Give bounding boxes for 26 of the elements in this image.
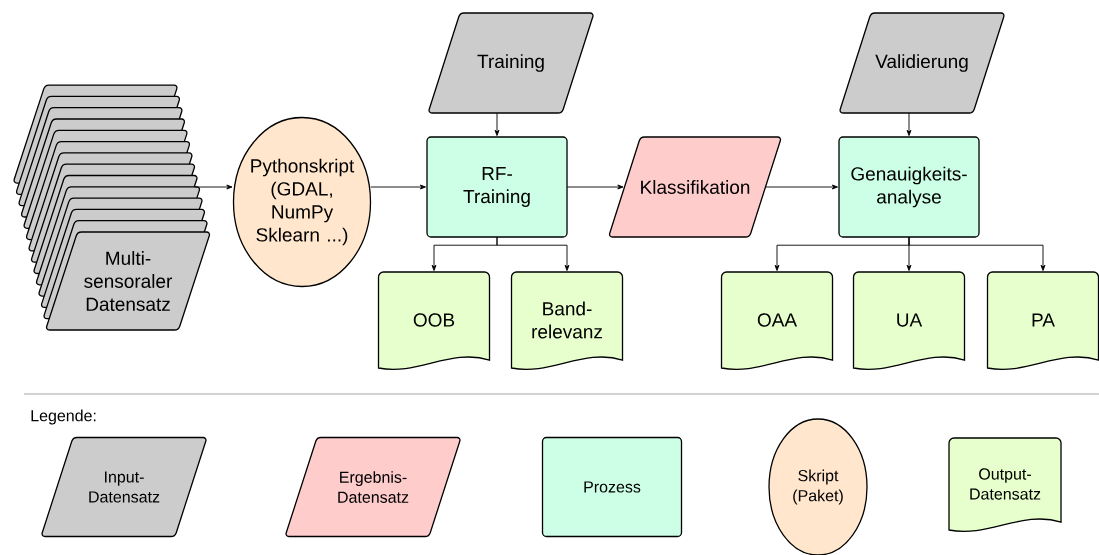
legend-item: Input- Datensatz: [41, 436, 207, 538]
output-document: OOB: [377, 271, 491, 370]
process-box: Genauigkeits- analyse: [838, 136, 980, 238]
output-document: Band- relevanz: [510, 271, 624, 370]
dataset-stack: Multi- sensoraler Datensatz: [13, 84, 211, 331]
arrow: [370, 184, 426, 190]
arrow: [566, 184, 624, 190]
input-parallelogram: Training: [428, 12, 594, 114]
output-document: OAA: [720, 271, 834, 370]
output-document: PA: [986, 271, 1099, 370]
arrow: [496, 236, 570, 271]
output-document: UA: [852, 271, 966, 370]
arrow: [765, 184, 838, 190]
arrow: [494, 112, 500, 136]
result-parallelogram: Klassifikation: [608, 136, 782, 238]
legend-item: Skript (Paket): [768, 418, 868, 555]
arrow: [908, 236, 1046, 271]
input-parallelogram: Validierung: [839, 12, 1005, 114]
legend-item: Output- Datensatz: [948, 437, 1062, 532]
node-label: Multi- sensoraler Datensatz: [84, 251, 173, 311]
process-box: RF- Training: [426, 136, 568, 238]
legend-item: Prozess: [541, 436, 683, 538]
legend-item: Ergebnis- Datensatz: [285, 436, 461, 538]
legend-heading: Legende:: [31, 409, 96, 425]
arrow: [906, 112, 912, 136]
arrow: [194, 184, 233, 190]
